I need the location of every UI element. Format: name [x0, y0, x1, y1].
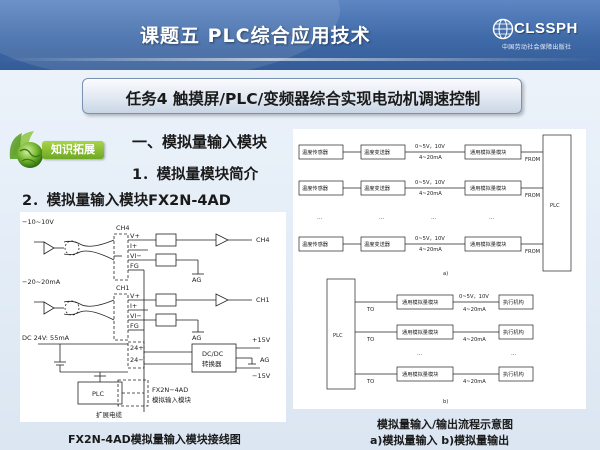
range-voltage-label: 0~5V，10V: [415, 144, 445, 150]
range-current-label: 4~20mA: [419, 155, 442, 161]
globe-icon: [492, 18, 514, 40]
figure-label-a: a): [443, 271, 448, 277]
to-label: TO: [366, 307, 374, 313]
module-label: 通用模拟量模块: [402, 370, 439, 378]
ellipsis: …: [489, 215, 494, 221]
terminal-vplus-ch4: V+: [130, 232, 140, 240]
power-supply-label: DC 24V: 55mA: [22, 334, 70, 342]
ch1-label: CH1: [116, 284, 130, 292]
ellipsis: …: [417, 351, 422, 357]
minus15v-label: −15V: [252, 372, 271, 380]
dcdc-converter-label: 转换器: [202, 359, 222, 368]
to-label: TO: [366, 337, 374, 343]
ellipsis: …: [379, 215, 384, 221]
dcdc-label: DC/DC: [202, 350, 224, 358]
range-current-label: 4~20mA: [419, 191, 442, 197]
output-ch1-label: CH1: [256, 296, 270, 304]
range-current-label: 4~20mA: [463, 337, 486, 343]
module-label: 通用模拟量模块: [470, 184, 507, 192]
range-voltage-label: 0~5V，10V: [415, 236, 445, 242]
module-name-label: FX2N−4AD: [152, 386, 188, 394]
from-label: FROM: [525, 157, 540, 163]
wiring-caption: FX2N-4AD模拟量输入模块接线图: [68, 433, 241, 446]
transmitter-label: 温度变送器: [364, 184, 391, 192]
range-current-label: 4~20mA: [419, 247, 442, 253]
terminal-viminus-ch1: VI−: [130, 312, 142, 320]
plc-label: PLC: [92, 390, 105, 398]
terminal-iplus-ch4: I+: [130, 242, 137, 250]
ch4-label: CH4: [116, 224, 130, 232]
ag-label-power: AG: [260, 356, 269, 364]
module-label: 通用模拟量模块: [402, 328, 439, 336]
flow-caption: 模拟量输入/输出流程示意图: [377, 418, 514, 431]
section-heading: 一、模拟量输入模块: [132, 133, 268, 151]
plus15v-label: +15V: [252, 336, 271, 344]
terminal-viminus-ch4: VI−: [130, 252, 142, 260]
subsection-heading: 1．模拟量模块简介: [132, 167, 259, 183]
terminal-24plus: 24+: [130, 344, 144, 352]
knowledge-badge: 知识拓展: [6, 125, 110, 173]
to-label: TO: [366, 379, 374, 385]
ellipsis: …: [317, 215, 322, 221]
actuator-label: 执行机构: [503, 298, 524, 306]
task-title: 任务4 触摸屏/PLC/变频器综合实现电动机调速控制: [125, 90, 481, 108]
slide-header: 课题五 PLC综合应用技术 CLSSPH 中国劳动社会保障出版社: [0, 0, 600, 70]
badge-label: 知识拓展: [42, 141, 104, 159]
voltage-input-label: −10~10V: [22, 218, 54, 226]
from-label: FROM: [525, 193, 540, 199]
ellipsis: …: [511, 351, 516, 357]
globe-decoration-icon: [9, 131, 43, 168]
module-label: 通用模拟量模块: [470, 240, 507, 248]
flow-diagram: 温度传感器 温度变送器 0~5V，10V 4~20mA 通用模拟量模块 FROM…: [293, 129, 586, 409]
transmitter-label: 温度变送器: [364, 240, 391, 248]
from-label: FROM: [525, 249, 540, 255]
current-input-label: −20~20mA: [22, 278, 61, 286]
wiring-diagram: −10~10V −20~20mA CH4 CH1 V+ I+ VI− FG V+…: [20, 212, 286, 422]
module-label: 通用模拟量模块: [470, 148, 507, 156]
terminal-fg-ch4: FG: [130, 262, 139, 270]
wiring-diagram-svg: −10~10V −20~20mA CH4 CH1 V+ I+ VI− FG V+…: [22, 218, 271, 419]
ellipsis: …: [431, 215, 436, 221]
logo-subtext: 中国劳动社会保障出版社: [502, 44, 572, 51]
module-label: 通用模拟量模块: [402, 298, 439, 306]
actuator-label: 执行机构: [503, 328, 524, 336]
terminal-vplus-ch1: V+: [130, 292, 140, 300]
actuator-label: 执行机构: [503, 370, 524, 378]
figure-label-b: b): [443, 399, 448, 405]
flow-diagram-svg: 温度传感器 温度变送器 0~5V，10V 4~20mA 通用模拟量模块 FROM…: [298, 134, 572, 405]
extension-cable-label: 扩展电缆: [96, 410, 123, 419]
logo-text: CLSSPH: [514, 20, 578, 37]
range-current-label: 4~20mA: [463, 379, 486, 385]
sensor-label: 温度传感器: [302, 184, 329, 192]
plc-input-label: PLC: [550, 203, 560, 209]
sensor-label: 温度传感器: [302, 148, 329, 156]
terminal-24minus: 24−: [130, 356, 144, 364]
publisher-logo: CLSSPH 中国劳动社会保障出版社: [492, 14, 592, 62]
sensor-label: 温度传感器: [302, 240, 329, 248]
range-voltage-label: 0~5V，10V: [459, 294, 489, 300]
ag-label-ch1: AG: [192, 334, 201, 342]
flow-caption-sub: a)模拟量输入 b)模拟量输出: [370, 434, 510, 447]
output-ch4-label: CH4: [256, 236, 270, 244]
task-banner: 任务4 触摸屏/PLC/变频器综合实现电动机调速控制: [82, 78, 522, 114]
module-desc-label: 模拟输入模块: [152, 395, 192, 404]
plc-output-label: PLC: [333, 333, 343, 339]
ag-label-ch4: AG: [192, 276, 201, 284]
range-voltage-label: 0~5V，10V: [415, 180, 445, 186]
range-current-label: 4~20mA: [463, 307, 486, 313]
terminal-fg-ch1: FG: [130, 322, 139, 330]
slide-title: 课题五 PLC综合应用技术: [140, 25, 371, 47]
terminal-iplus-ch1: I+: [130, 302, 137, 310]
transmitter-label: 温度变送器: [364, 148, 391, 156]
subsection-heading-module: 2．模拟量输入模块FX2N-4AD: [22, 193, 231, 209]
